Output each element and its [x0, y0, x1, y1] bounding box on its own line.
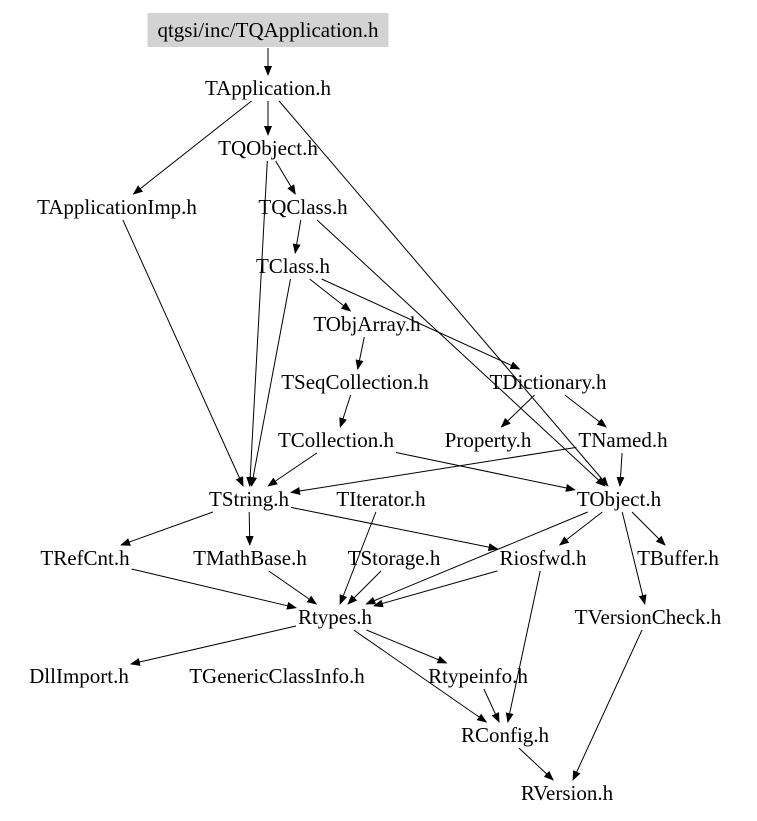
edge-tcollection-to-tobject [395, 452, 576, 492]
node-tstring-h[interactable]: TString.h [209, 487, 289, 511]
edge-tobject-to-tversioncheck [621, 511, 647, 605]
node-riosfwd-h[interactable]: Riosfwd.h [499, 546, 587, 570]
edge-rtypeinfo-to-rconfig [483, 688, 500, 723]
edge-tapplicationimp-to-tstring [122, 219, 244, 487]
edge-tclass-to-tdictionary [321, 278, 521, 370]
node-tclass-h[interactable]: TClass.h [255, 254, 331, 278]
edge-tdictionary-to-property [500, 394, 535, 428]
node-tgenericclassinfo-h[interactable]: TGenericClassInfo.h [189, 664, 365, 688]
edge-tobject-to-rtypes [365, 511, 588, 605]
edge-rtypes-to-dllimport [129, 625, 297, 666]
node-tqclass-h[interactable]: TQClass.h [258, 195, 348, 219]
node-titerator-h[interactable]: TIterator.h [336, 487, 426, 511]
edge-tqobject-to-tstring [246, 160, 268, 487]
node-dllimport-h[interactable]: DllImport.h [29, 664, 129, 688]
edge-tstorage-to-rtypes [347, 570, 382, 605]
edge-tstring-to-tmathbase [245, 511, 254, 546]
node-tqapplication-h[interactable]: qtgsi/inc/TQApplication.h [147, 13, 389, 47]
edge-tnamed-to-tobject [616, 452, 625, 487]
node-rversion-h[interactable]: RVersion.h [520, 781, 614, 805]
node-property-h[interactable]: Property.h [444, 428, 532, 452]
edge-rconfig-to-rversion [518, 747, 554, 781]
node-tversioncheck-h[interactable]: TVersionCheck.h [574, 605, 722, 629]
node-tqobject-h[interactable]: TQObject.h [218, 136, 318, 160]
node-tseqcollection-h[interactable]: TSeqCollection.h [281, 370, 429, 394]
edge-riosfwd-to-rconfig [505, 570, 541, 723]
edge-tstring-to-riosfwd [290, 506, 499, 552]
edge-tqclass-to-tobject [316, 219, 606, 487]
edge-tseqcollection-to-tcollection [339, 394, 352, 428]
node-tobjarray-h[interactable]: TObjArray.h [313, 312, 421, 336]
edge-tstring-to-trefcnt [120, 511, 214, 546]
node-tobject-h[interactable]: TObject.h [576, 487, 662, 511]
node-tbuffer-h[interactable]: TBuffer.h [637, 546, 719, 570]
edge-trefcnt-to-rtypes [131, 568, 297, 610]
edge-tnamed-to-tstring [290, 446, 577, 495]
node-tdictionary-h[interactable]: TDictionary.h [489, 370, 607, 394]
node-tnamed-h[interactable]: TNamed.h [578, 428, 668, 452]
node-rtypeinfo-h[interactable]: Rtypeinfo.h [428, 664, 528, 688]
node-rconfig-h[interactable]: RConfig.h [460, 723, 550, 747]
edge-tobject-to-tbuffer [631, 511, 666, 546]
edge-riosfwd-to-rtypes [373, 570, 498, 608]
node-trefcnt-h[interactable]: TRefCnt.h [40, 546, 130, 570]
edge-tclass-to-tstring [249, 278, 291, 487]
node-tapplication-h[interactable]: TApplication.h [204, 76, 332, 100]
node-tmathbase-h[interactable]: TMathBase.h [193, 546, 307, 570]
edge-titerator-to-rtypes [339, 511, 377, 605]
edge-tapplication-to-tapplicationimp [132, 100, 252, 195]
node-tcollection-h[interactable]: TCollection.h [277, 428, 395, 452]
edge-rtypes-to-rtypeinfo [366, 629, 448, 664]
edge-tqclass-to-tclass [292, 219, 302, 254]
edge-tcollection-to-tstring [267, 452, 318, 487]
edge-rtypes-to-rconfig [353, 629, 488, 723]
edge-tclass-to-tobjarray [309, 278, 352, 312]
edge-tobject-to-riosfwd [558, 511, 603, 546]
edge-tmathbase-to-rtypes [268, 570, 318, 605]
edge-tversioncheck-to-rversion [572, 629, 643, 781]
edge-tqobject-to-tqclass [275, 160, 296, 195]
node-rtypes-h[interactable]: Rtypes.h [297, 605, 373, 629]
edge-tapplication-to-tobject [278, 100, 609, 487]
edge-tdictionary-to-tnamed [564, 394, 607, 428]
node-tapplicationimp-h[interactable]: TApplicationImp.h [37, 195, 197, 219]
node-tstorage-h[interactable]: TStorage.h [347, 546, 441, 570]
edge-tobjarray-to-tseqcollection [355, 336, 365, 370]
